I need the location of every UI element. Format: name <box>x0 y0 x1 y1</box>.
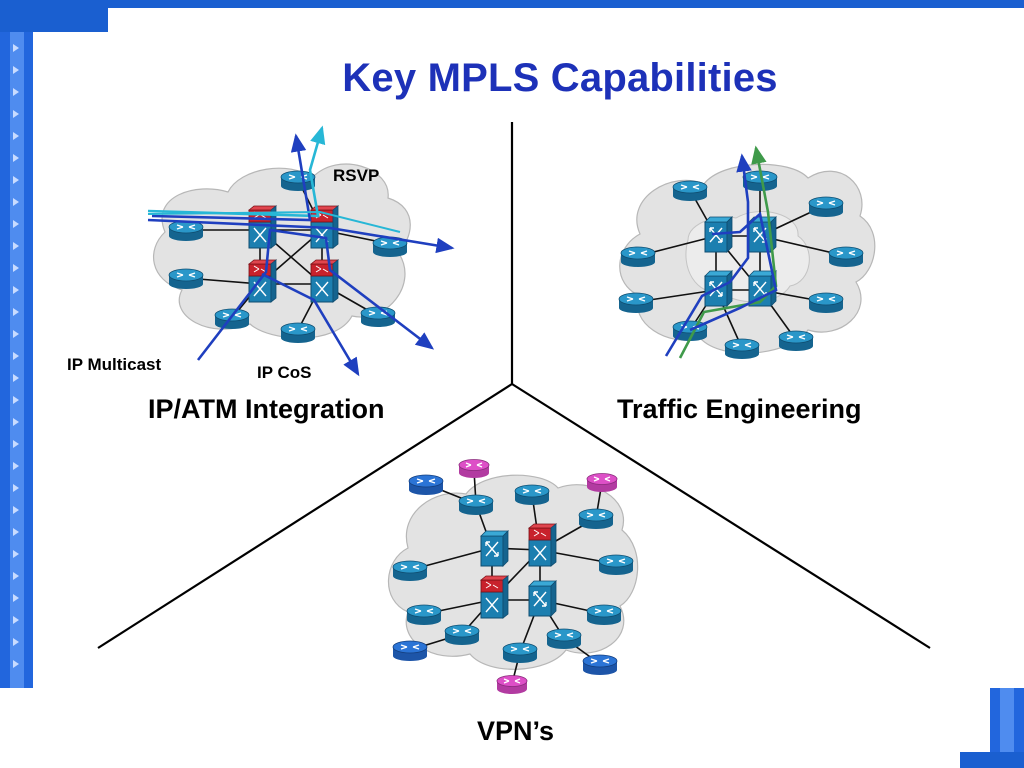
traffic-engineering-network <box>618 145 876 360</box>
frame-arrow-icon <box>13 418 19 426</box>
frame-arrow-icon <box>13 154 19 162</box>
frame-arrow-icon <box>13 462 19 470</box>
frame-arrow-icon <box>13 330 19 338</box>
frame-arrow-icon <box>13 352 19 360</box>
frame-arrow-icon <box>13 264 19 272</box>
frame-arrow-icon <box>13 220 19 228</box>
cos-path <box>261 272 360 377</box>
frame-bottom-block <box>960 752 1024 768</box>
te-path-blue-2 <box>689 211 778 332</box>
frame-left-strip <box>10 32 24 688</box>
frame-bottom-inner <box>1000 688 1014 752</box>
vpn-network <box>387 458 639 695</box>
frame-arrow-icon <box>13 638 19 646</box>
frame-arrow-icon <box>13 594 19 602</box>
frame-arrow-icon <box>13 396 19 404</box>
frame-arrow-icon <box>13 66 19 74</box>
frame-arrow-icon <box>13 88 19 96</box>
frame-arrow-icon <box>13 176 19 184</box>
frame-arrow-icon <box>13 660 19 668</box>
cloud-icon <box>387 474 639 670</box>
frame-arrow-icon <box>13 242 19 250</box>
frame-arrow-icon <box>13 484 19 492</box>
multicast-path <box>196 228 435 361</box>
ip-atm-integration-caption: IP/ATM Integration <box>148 394 385 424</box>
frame-arrow-icon <box>13 374 19 382</box>
rsvp-label: RSVP <box>333 166 380 185</box>
frame-arrow-icon <box>13 550 19 558</box>
frame-top-block <box>0 0 108 32</box>
frame-arrow-icon <box>13 616 19 624</box>
ip-multicast-label: IP Multicast <box>67 355 162 374</box>
te-path-blue-1 <box>664 153 752 357</box>
ip-cos-label: IP CoS <box>257 363 312 382</box>
frame-arrow-icon <box>13 286 19 294</box>
traffic-engineering-caption: Traffic Engineering <box>617 394 862 424</box>
frame-arrow-icon <box>13 572 19 580</box>
frame-arrow-icon <box>13 440 19 448</box>
frame-arrow-icon <box>13 528 19 536</box>
frame-arrow-icon <box>13 132 19 140</box>
frame-arrow-icon <box>13 506 19 514</box>
frame-arrow-icon <box>13 308 19 316</box>
frame-arrow-icon <box>13 198 19 206</box>
frame-arrow-icon <box>13 44 19 52</box>
ip-atm-network <box>147 125 455 377</box>
vpns-caption: VPN’s <box>477 716 555 746</box>
frame-top-bar <box>0 0 1024 8</box>
slide-title: Key MPLS Capabilities <box>342 56 778 100</box>
frame-arrow-icon <box>13 110 19 118</box>
section-dividers <box>97 122 931 649</box>
